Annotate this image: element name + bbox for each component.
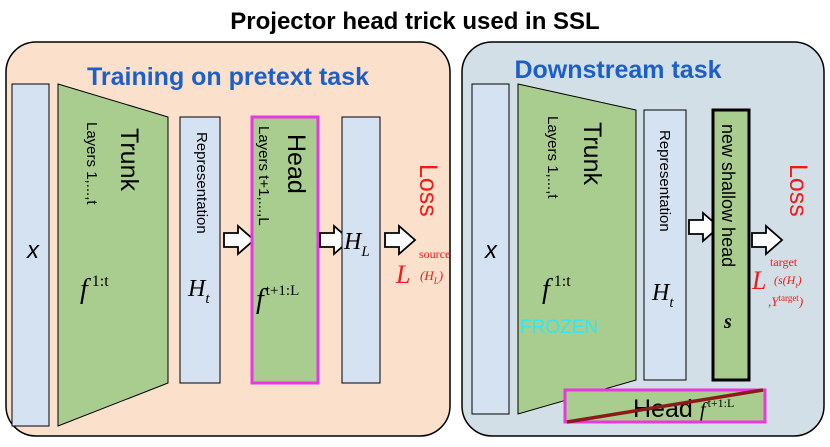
right-new-head-block (711, 108, 751, 382)
right-loss-sup: target (770, 255, 798, 269)
right-removed-head-strike (566, 388, 764, 424)
left-loss-sup: source (419, 247, 450, 261)
left-trunk-block (57, 83, 169, 427)
right-new-head-name: new shallow head (718, 124, 738, 267)
right-representation-name: Representation (656, 130, 673, 232)
left-representation-block (179, 116, 221, 384)
left-head-name: Head (282, 134, 310, 194)
right-loss-sym: L (751, 266, 766, 295)
left-trunk-layers: Layers 1,...,t (83, 122, 100, 205)
left-head-block (250, 115, 320, 385)
right-new-head-sym: s (723, 311, 732, 333)
right-trunk-name: Trunk (578, 122, 606, 185)
diagram-title: Projector head trick used in SSL (230, 8, 599, 35)
left-panel-heading: Training on pretext task (87, 63, 369, 91)
right-trunk-block (517, 83, 637, 415)
right-loss-arg1: (s(Ht) (774, 273, 802, 290)
left-loss-label: Loss (414, 164, 442, 217)
left-loss-arg: (HL) (420, 268, 443, 286)
left-representation-name: Representation (193, 132, 210, 234)
right-loss-arg2: ,Ytarget) (768, 293, 803, 309)
right-loss-label: Loss (784, 164, 812, 217)
right-input-label: x (484, 237, 498, 264)
right-trunk-frozen-label: FROZEN (520, 317, 598, 338)
right-trunk-layers: Layers 1,...,t (544, 116, 561, 199)
right-input-block (471, 83, 510, 415)
left-representation-sym: Ht (187, 276, 210, 307)
left-output-sym: HL (343, 229, 370, 260)
right-representation-sym: Ht (651, 280, 674, 311)
left-input-block (11, 83, 50, 427)
left-input-label: x (26, 237, 40, 264)
left-loss-sym: L (395, 260, 410, 289)
left-head-layers: Layers t+1,...,L (255, 126, 272, 226)
left-output-block (341, 116, 381, 384)
right-representation-block (643, 109, 687, 381)
left-trunk-name: Trunk (115, 128, 143, 191)
right-panel-heading: Downstream task (514, 56, 721, 84)
